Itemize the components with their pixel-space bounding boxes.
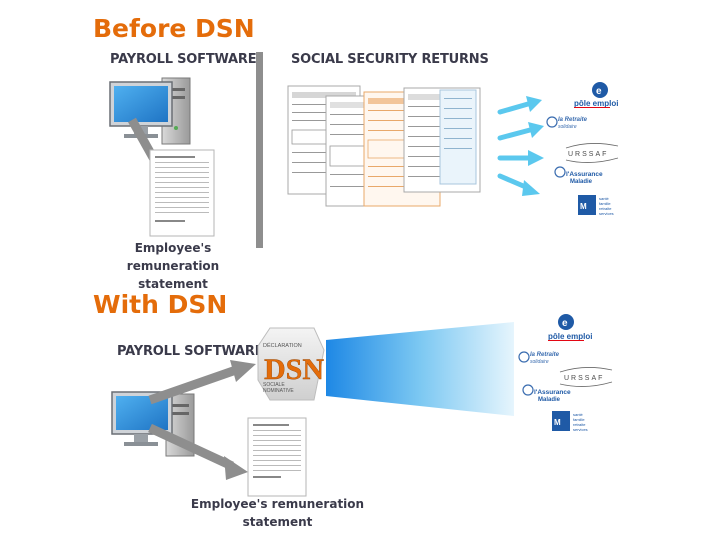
with-urssaf-logo: URSSAF (559, 367, 613, 387)
before-retraite-text: la Retraite (558, 117, 588, 123)
before-msa-line3: retraite (599, 206, 612, 211)
before-dsn-title: Before DSN (93, 14, 255, 43)
before-assurance-maladie-logo: l'Assurance Maladie (554, 166, 603, 185)
with-msa-line1: santé (573, 412, 584, 417)
svg-text:e: e (562, 318, 568, 329)
with-payroll-software-label: PAYROLL SOFTWARE (117, 344, 264, 359)
with-assurance-text: l'Assurance (534, 389, 571, 396)
with-msa-logo: M santé famille retraite services (552, 411, 588, 432)
before-retraite-sub-text: solidaire (558, 124, 577, 130)
with-msa-line3: retraite (573, 422, 586, 427)
before-arrow-urssaf (497, 150, 544, 166)
with-dsn-title: With DSN (93, 290, 228, 319)
svg-text:M: M (580, 202, 587, 211)
dsn-transmission-beam (326, 322, 514, 416)
dsn-logo-top-text: DÉCLARATION (263, 342, 302, 349)
with-statement-caption: Employee's remuneration statement (190, 495, 365, 531)
before-retraite-logo: la Retraite solidaire (546, 116, 588, 130)
dsn-logo-mark: DSN (264, 353, 324, 386)
before-msa-line1: santé (599, 196, 610, 201)
before-pole-emploi-text: pôle emploi (574, 99, 618, 108)
dsn-logo-bottom-line1: SOCIALE (263, 382, 285, 388)
with-retraite-sub-text: solidaire (530, 359, 549, 365)
with-statement-line1: Employee's remuneration (190, 497, 365, 511)
before-arrow-retraite (497, 122, 544, 141)
social-security-returns-label: SOCIAL SECURITY RETURNS (291, 52, 489, 67)
before-statement-line1: Employee's remuneration (126, 241, 220, 273)
section-divider (256, 52, 263, 248)
with-assurance-maladie-logo: l'Assurance Maladie (522, 384, 571, 403)
dsn-logo: DÉCLARATION DSN SOCIALE NOMINATIVE (257, 327, 325, 401)
with-arrow-to-dsn (148, 360, 256, 405)
before-statement-document (149, 149, 215, 237)
before-pole-emploi-logo: e pôle emploi (574, 82, 618, 108)
before-payroll-software-label: PAYROLL SOFTWARE (110, 52, 257, 67)
before-computer-icon (109, 77, 191, 145)
before-urssaf-text: URSSAF (568, 151, 608, 158)
with-urssaf-text: URSSAF (564, 375, 604, 382)
before-assurance-text: l'Assurance (566, 171, 603, 178)
social-security-forms (287, 85, 481, 207)
with-arrow-to-statement (148, 423, 248, 480)
with-retraite-logo: la Retraite solidaire (518, 351, 560, 365)
before-arrow-pole-emploi (497, 96, 542, 115)
with-statement-line2: statement (242, 515, 313, 529)
svg-text:M: M (554, 418, 561, 427)
before-statement-line2: statement (138, 277, 208, 291)
svg-text:e: e (596, 86, 602, 97)
before-statement-caption: Employee's remuneration statement (88, 239, 258, 293)
with-msa-line2: famille (573, 417, 585, 422)
with-pole-emploi-logo: e pôle emploi (548, 314, 592, 341)
dsn-logo-bottom-line2: NOMINATIVE (263, 388, 294, 394)
with-msa-line4: services (573, 427, 588, 432)
with-statement-document (247, 417, 307, 497)
before-msa-line4: services (599, 211, 614, 216)
before-msa-line2: famille (599, 201, 611, 206)
with-assurance-sub-text: Maladie (538, 397, 561, 403)
with-pole-emploi-text: pôle emploi (548, 332, 592, 341)
with-retraite-text: la Retraite (530, 352, 560, 358)
before-urssaf-logo: URSSAF (565, 143, 619, 163)
before-arrow-assurance (497, 173, 540, 196)
before-assurance-sub-text: Maladie (570, 179, 593, 185)
before-msa-logo: M santé famille retraite services (578, 195, 614, 216)
